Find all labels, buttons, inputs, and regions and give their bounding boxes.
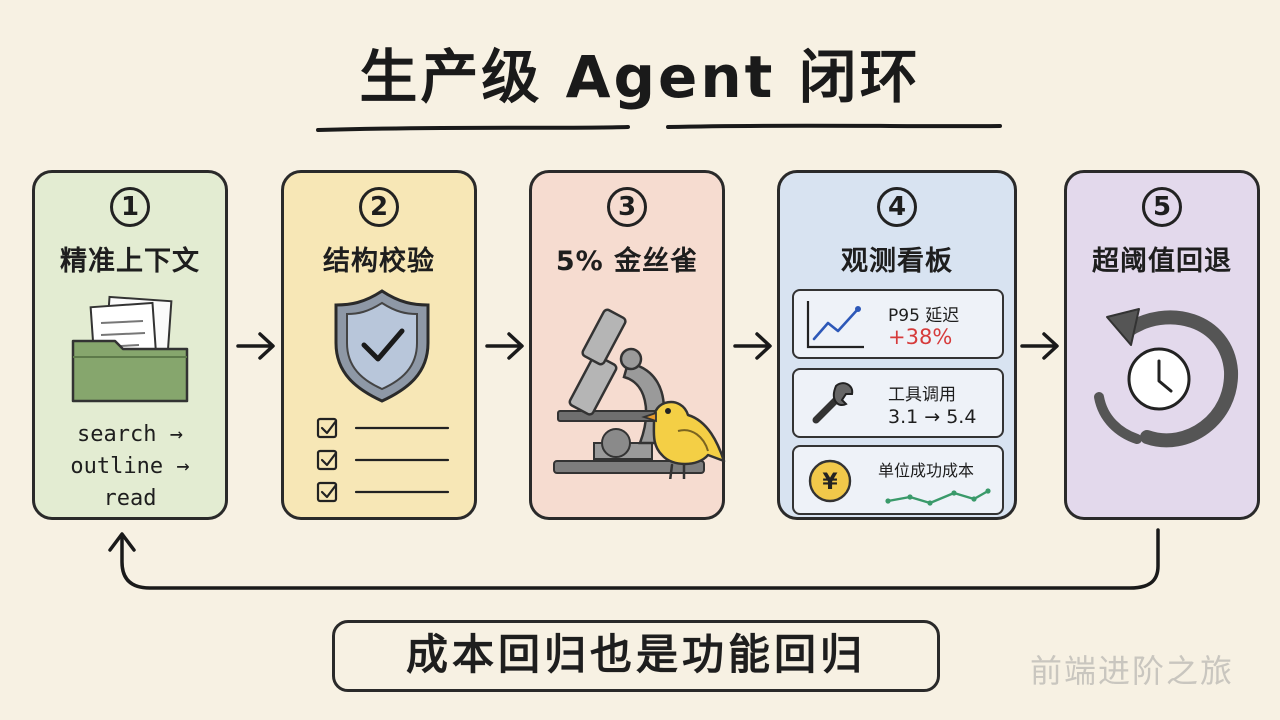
title-underline (316, 123, 1002, 132)
metric-label: 工具调用 (888, 385, 956, 405)
folder-icon (71, 295, 189, 403)
step-line-search: search → (77, 422, 183, 447)
step-title: 5% 金丝雀 (555, 246, 699, 277)
step-title: 结构校验 (323, 246, 435, 277)
step-card-context: 1 精准上下文 search → outline → read (32, 170, 228, 520)
metric-value: 3.1 → 5.4 (888, 406, 977, 428)
retrieval-steps: search → outline → read (35, 419, 225, 515)
metric-panel-unit-cost: ¥ 单位成功成本 (792, 445, 1004, 515)
step-number: 3 (607, 187, 647, 227)
arrow-right-icon (1020, 332, 1059, 360)
step-line-outline: outline → (70, 454, 190, 479)
metric-value: +38% (888, 325, 953, 349)
arrow-right-icon (236, 332, 275, 360)
arrow-right-icon (733, 332, 772, 360)
metric-panel-tool-calls: 工具调用 3.1 → 5.4 (792, 368, 1004, 438)
step-card-canary: 3 5% 金丝雀 (529, 170, 726, 520)
arrow-right-icon (485, 332, 524, 360)
watermark: 前端进阶之旅 (1029, 652, 1234, 690)
yen-coin-icon: ¥ (808, 459, 852, 503)
step-card-validation: 2 结构校验 (281, 170, 477, 520)
step-number: 4 (877, 187, 917, 227)
metric-label: 单位成功成本 (878, 461, 975, 480)
step-title: 精准上下文 (60, 246, 200, 277)
page-title: 生产级 Agent 闭环 (359, 43, 921, 111)
checklist-icon (316, 417, 450, 503)
shield-check-icon (334, 289, 430, 403)
metric-label: P95 延迟 (888, 306, 960, 326)
step-number: 5 (1142, 187, 1182, 227)
step-title: 观测看板 (841, 246, 953, 277)
step-card-rollback: 5 超阈值回退 (1064, 170, 1260, 520)
metric-panel-latency: P95 延迟 +38% (792, 289, 1004, 359)
canary-bird-icon (641, 400, 726, 479)
line-chart-icon (806, 301, 864, 349)
step-number: 1 (110, 187, 150, 227)
cost-trend-sparkline (885, 488, 991, 506)
wrench-icon (812, 382, 854, 424)
rollback-clock-icon (1094, 308, 1239, 448)
svg-text:¥: ¥ (822, 470, 838, 495)
step-number: 2 (359, 187, 399, 227)
step-line-read: read (103, 486, 157, 511)
key-takeaway: 成本回归也是功能回归 (332, 620, 940, 692)
step-card-dashboard: 4 观测看板 P95 延迟 +38% 工具调用 3.1 → 5.4 ¥ (777, 170, 1017, 520)
step-title: 超阈值回退 (1092, 246, 1232, 277)
